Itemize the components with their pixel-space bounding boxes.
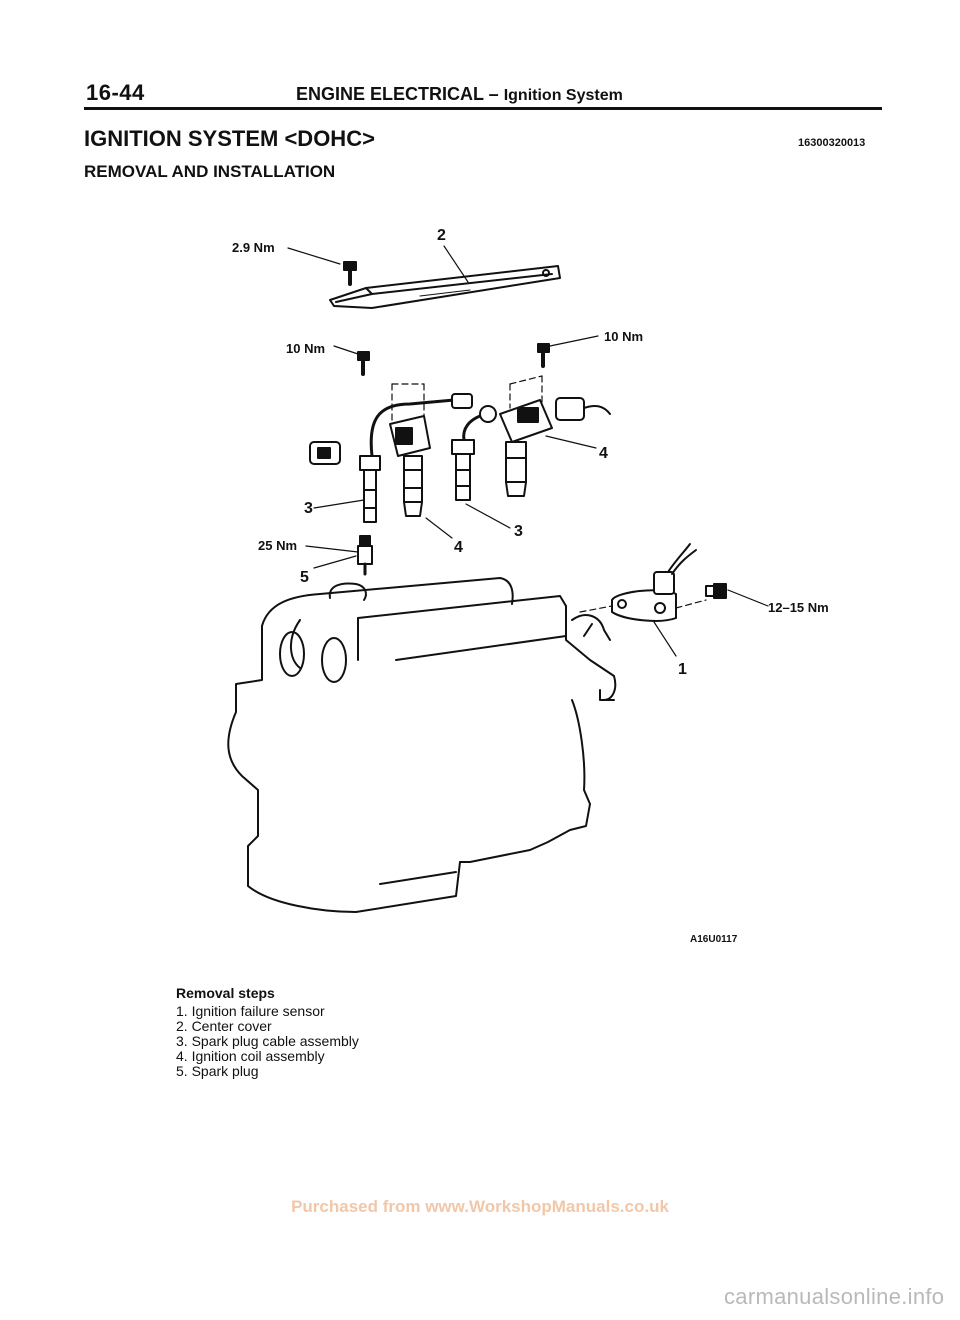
- removal-step: 1. Ignition failure sensor: [176, 1003, 325, 1019]
- label-torque-left-coil: 10 Nm: [286, 341, 325, 356]
- sensor-bolt-drawing: [705, 583, 727, 599]
- section-title: IGNITION SYSTEM <DOHC>: [84, 126, 375, 151]
- label-part-5: 5: [300, 569, 309, 586]
- removal-steps: Removal steps 1. Ignition failure sensor…: [176, 986, 359, 1079]
- header-subtitle: Ignition System: [503, 87, 623, 104]
- label-torque-cover: 2.9 Nm: [232, 240, 275, 255]
- ignition-coil-left-drawing: [389, 415, 431, 517]
- spark-plug-cable-left-drawing: [359, 393, 473, 523]
- engine-block-drawing: [227, 577, 617, 913]
- header-rule: [84, 107, 882, 110]
- label-torque-spark-plug: 25 Nm: [258, 538, 297, 553]
- label-part-4-center: 4: [454, 539, 463, 556]
- spark-plug-drawing: [357, 535, 373, 576]
- left-connector-drawing: [309, 441, 341, 465]
- section-subtitle: REMOVAL AND INSTALLATION: [84, 162, 336, 181]
- label-part-1: 1: [678, 661, 687, 678]
- site-watermark: carmanualsonline.info: [724, 1284, 945, 1309]
- page-number: 16-44: [86, 80, 145, 105]
- right-coil-bolt-drawing: [537, 343, 550, 368]
- label-torque-right-coil: 10 Nm: [604, 329, 643, 344]
- center-cover-drawing: [329, 265, 561, 309]
- label-part-4-right: 4: [599, 445, 608, 462]
- spark-plug-cable-center-drawing: [451, 405, 497, 501]
- header-title: ENGINE ELECTRICAL – Ignition System: [296, 84, 623, 105]
- label-part-3-left: 3: [304, 500, 313, 517]
- right-connector-drawing: [555, 397, 611, 421]
- removal-step: 4. Ignition coil assembly: [176, 1048, 325, 1064]
- label-part-2: 2: [437, 227, 446, 244]
- removal-step: 5. Spark plug: [176, 1063, 259, 1079]
- removal-step: 3. Spark plug cable assembly: [176, 1033, 359, 1049]
- removal-steps-title: Removal steps: [176, 985, 275, 1001]
- label-part-3-center: 3: [514, 523, 523, 540]
- ignition-failure-sensor-drawing: [611, 543, 697, 622]
- document-code: 16300320013: [798, 137, 866, 149]
- cover-bolt-drawing: [343, 261, 357, 286]
- purchase-watermark: Purchased from www.WorkshopManuals.co.uk: [291, 1197, 669, 1216]
- ignition-coil-right-drawing: [499, 399, 553, 497]
- figure-code: A16U0117: [690, 934, 738, 945]
- removal-step: 2. Center cover: [176, 1018, 272, 1034]
- left-coil-bolt-drawing: [357, 351, 370, 376]
- label-torque-sensor: 12–15 Nm: [768, 600, 829, 615]
- header-title-main: ENGINE ELECTRICAL –: [296, 84, 504, 104]
